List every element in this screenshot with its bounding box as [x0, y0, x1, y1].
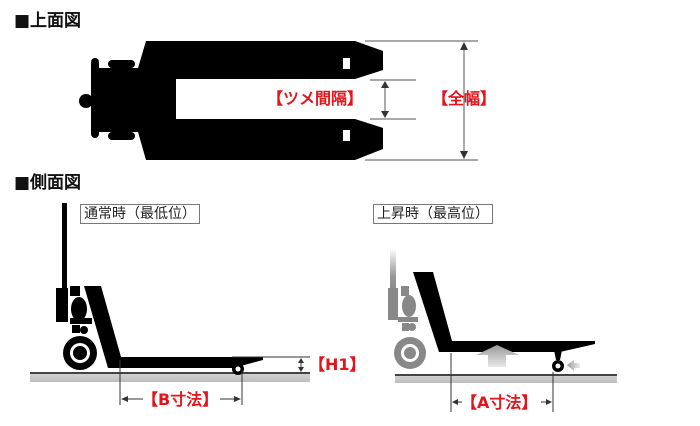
normal-state-caption: 通常時（最低位） — [80, 204, 200, 224]
a-dimension-label: 【A寸法】 — [461, 393, 538, 412]
pallet-truck-raised-ghost — [388, 248, 426, 369]
top-view-title: ■上面図 — [14, 11, 82, 31]
pallet-truck-normal — [56, 203, 263, 375]
top-view-dimensions — [365, 40, 478, 161]
b-dimension-label: 【B寸法】 — [142, 390, 219, 409]
roller-arrow-icon — [567, 360, 580, 371]
floor-normal — [30, 372, 310, 382]
overall-width-label: 【全幅】 — [432, 89, 497, 108]
dimension-arrowheads — [381, 42, 468, 159]
fork-spacing-label: 【ツメ間隔】 — [267, 89, 364, 108]
h1-label: 【H1】 — [309, 355, 366, 374]
top-view-silhouette — [79, 41, 383, 160]
raised-state-caption: 上昇時（最高位） — [373, 204, 493, 224]
pallet-truck-raised — [413, 272, 595, 372]
side-view-title: ■側面図 — [14, 173, 82, 193]
lift-arrow-icon — [476, 345, 519, 367]
floor-raised — [395, 374, 617, 383]
